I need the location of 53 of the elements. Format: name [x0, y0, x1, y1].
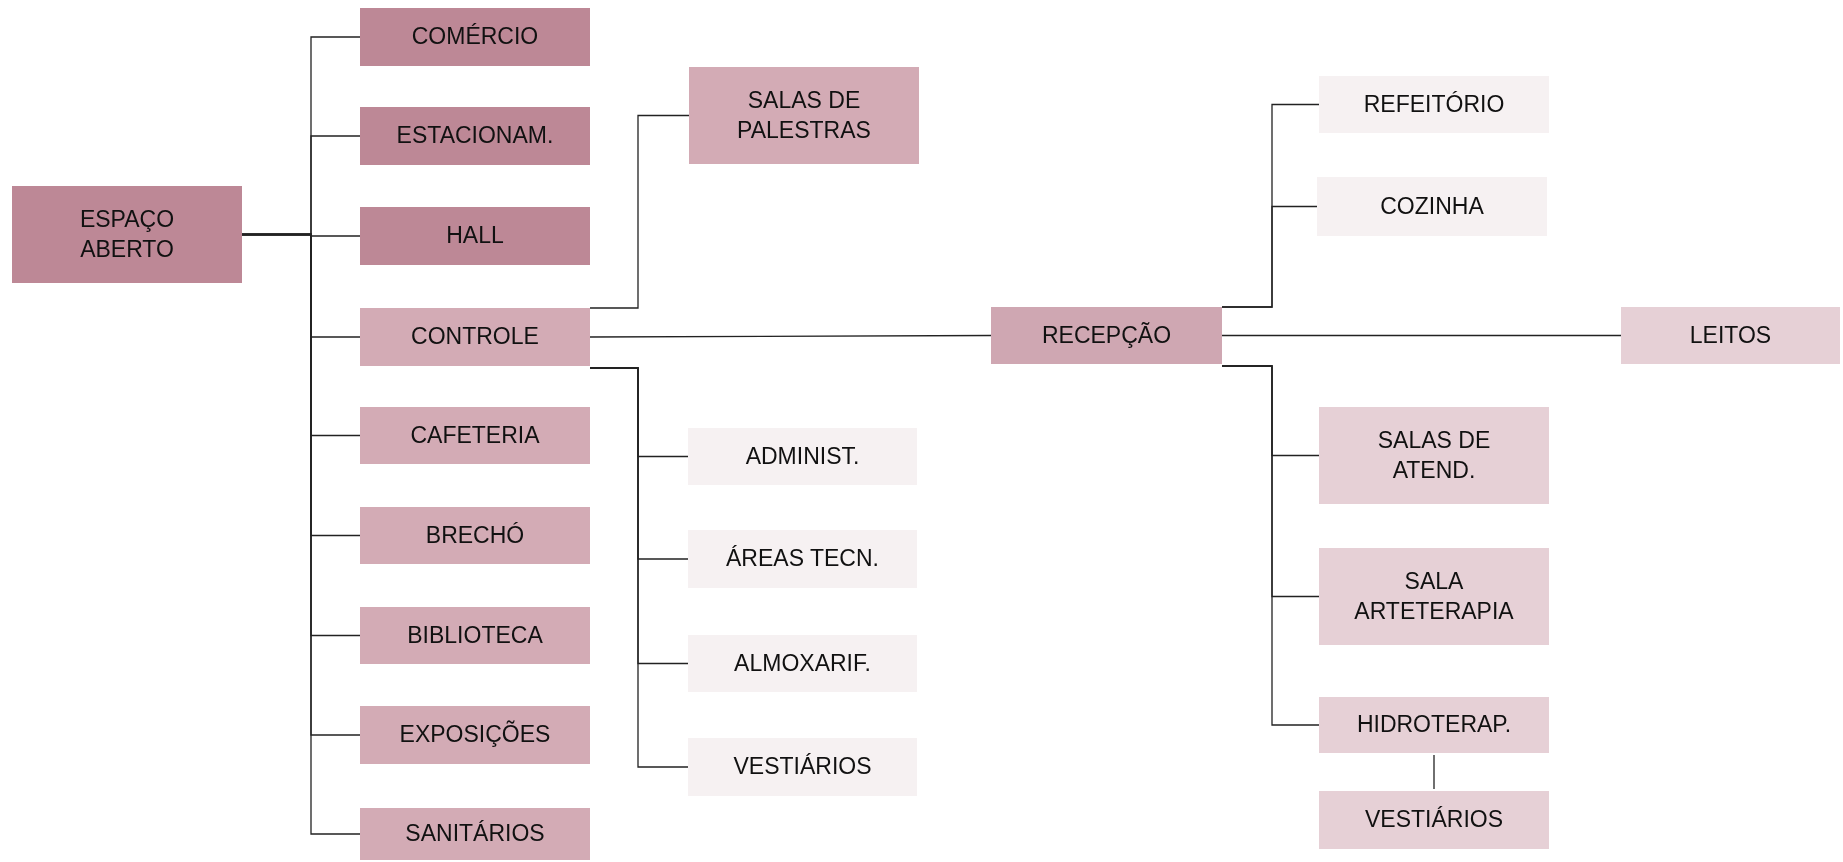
room-box [689, 67, 919, 164]
room-box [1319, 76, 1549, 133]
room-label: SALAS DE PALESTRAS [736, 85, 872, 145]
room-box [12, 186, 242, 283]
connector-line [1221, 365, 1320, 726]
room-box [360, 607, 590, 664]
connector-line [589, 334, 992, 338]
room-box [688, 530, 917, 588]
connector-line [589, 114, 690, 309]
connector-line [1221, 205, 1318, 308]
room-label: EXPOSIÇÕES [399, 720, 551, 750]
room-label: CAFETERIA [410, 420, 540, 450]
room-box [1319, 791, 1549, 849]
room-label: REFEITÓRIO [1363, 89, 1505, 119]
room-box [688, 738, 917, 796]
room-label: SALA ARTETERAPIA [1353, 566, 1515, 626]
room-box [360, 706, 590, 764]
room-label: LEITOS [1689, 320, 1772, 350]
room-label: RECEPÇÃO [1041, 320, 1172, 350]
room-box [1319, 697, 1549, 753]
room-box [688, 635, 917, 692]
room-label: SANITÁRIOS [405, 819, 545, 849]
room-label: VESTIÁRIOS [733, 752, 872, 782]
room-box [1317, 177, 1547, 236]
room-box [360, 808, 590, 860]
room-label: ESTACIONAM. [396, 121, 554, 151]
room-label: ALMOXARIF. [734, 648, 871, 678]
room-box [991, 307, 1222, 364]
room-box [1319, 407, 1549, 504]
room-box [360, 308, 590, 366]
room-box [1319, 548, 1549, 645]
room-label: COZINHA [1380, 191, 1484, 221]
connector-line [1433, 754, 1435, 790]
room-box [360, 207, 590, 265]
room-label: COMÉRCIO [411, 22, 539, 52]
room-box [1621, 307, 1840, 364]
room-label: HIDROTERAP. [1356, 710, 1512, 740]
room-label: ESPAÇO ABERTO [78, 204, 176, 264]
room-label: ÁREAS TECN. [726, 544, 879, 574]
room-box [688, 428, 917, 485]
room-label: ADMINIST. [745, 441, 860, 471]
room-box [360, 507, 590, 564]
room-label: BIBLIOTECA [407, 620, 543, 650]
room-label: BRECHÓ [425, 520, 525, 550]
room-label: HALL [446, 221, 504, 251]
room-label: VESTIÁRIOS [1364, 805, 1503, 835]
room-label: CONTROLE [411, 322, 539, 352]
room-box [360, 107, 590, 165]
room-box [360, 407, 590, 464]
connector-line [241, 233, 361, 835]
room-label: SALAS DE ATEND. [1376, 425, 1492, 485]
connector-line [1221, 334, 1622, 337]
room-box [360, 8, 590, 66]
